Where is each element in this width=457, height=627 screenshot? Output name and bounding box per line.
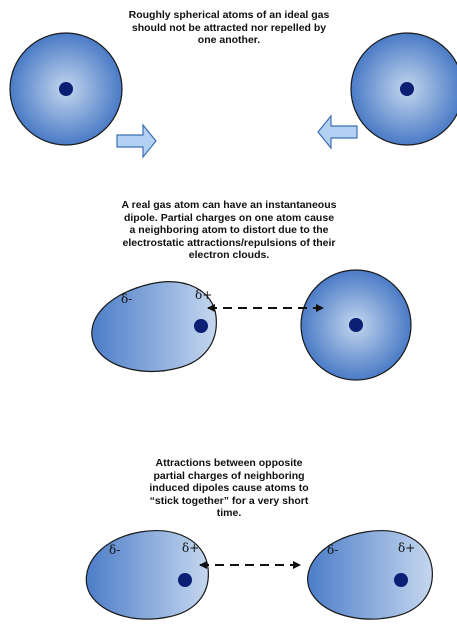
induced-dipole-atom-right: δ- δ+ bbox=[307, 530, 433, 620]
ideal-atom-right bbox=[350, 32, 457, 146]
partial-positive-label: δ+ bbox=[182, 541, 199, 555]
left-arrow-icon bbox=[317, 114, 358, 150]
partial-positive-label: δ+ bbox=[195, 288, 212, 302]
nucleus bbox=[178, 573, 192, 587]
right-arrow-icon bbox=[116, 123, 157, 159]
partial-negative-label: δ- bbox=[109, 543, 120, 557]
nucleus bbox=[349, 318, 363, 332]
partial-negative-label: δ- bbox=[327, 543, 338, 557]
nucleus bbox=[400, 82, 414, 96]
partial-positive-label: δ+ bbox=[398, 541, 415, 555]
ideal-atom-left bbox=[9, 32, 123, 146]
attraction-caption: Attractions between opposite partial cha… bbox=[149, 457, 309, 519]
nucleus bbox=[194, 319, 208, 333]
dipole-atom: δ- δ+ bbox=[91, 281, 217, 372]
real-gas-caption: A real gas atom can have an instantaneou… bbox=[121, 199, 337, 261]
partial-negative-label: δ- bbox=[121, 292, 132, 306]
nucleus bbox=[394, 573, 408, 587]
nucleus bbox=[59, 82, 73, 96]
induced-dipole-atom-left: δ- δ+ bbox=[85, 530, 209, 620]
ideal-gas-caption: Roughly spherical atoms of an ideal gas … bbox=[128, 9, 330, 46]
neighbor-atom bbox=[300, 269, 412, 381]
